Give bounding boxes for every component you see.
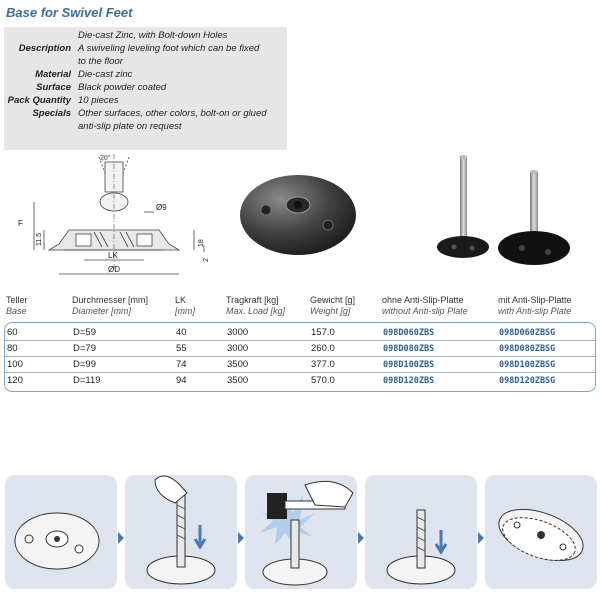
dim-18: 18 [198,239,205,247]
col-header-load: Tragkraft [kg]Max. Load [kg] [226,295,286,316]
cell-base: 60 [7,327,18,338]
cell-code-with[interactable]: 098D060ZBSG [499,328,556,338]
mounted-foot-illustration [386,509,456,585]
cell-code-without[interactable]: 098D120ZBS [383,376,435,386]
dim-lk: LK [108,251,118,260]
anti-slip-plate-illustration [498,508,584,562]
cell-load: 3500 [227,359,249,370]
table-row: 100 D=99 74 3500 377.0 098D100ZBS 098D10… [5,357,595,373]
spec-value: anti-slip plate on request [78,121,182,132]
cell-lk: 40 [176,327,187,338]
spec-value: Black powder coated [78,82,167,93]
cell-base: 100 [7,359,23,370]
cell-code-without[interactable]: 098D060ZBS [383,328,435,338]
spec-value: A swiveling leveling foot which can be f… [78,43,260,54]
cell-load: 3000 [227,343,249,354]
swivel-feet-photo [437,155,570,265]
table-row: 80 D=79 55 3000 260.0 098D080ZBS 098D080… [5,341,595,357]
table-row: 120 D=119 94 3500 570.0 098D120ZBS 098D1… [5,373,595,389]
spec-value: Die-cast zinc [78,69,133,80]
col-header-weight: Gewicht [g]Weight [g] [310,295,356,316]
hammer-illustration [260,480,354,586]
step-arrow-icon [238,532,244,544]
dim-angle: 20° [100,154,111,162]
cell-code-with[interactable]: 098D100ZBSG [499,360,556,370]
spec-box: Die-cast Zinc, with Bolt-down Holes Desc… [4,27,287,150]
cell-diameter: D=59 [73,327,96,338]
base-plate-illustration [14,512,100,570]
cell-lk: 94 [176,375,187,386]
spec-value: Other surfaces, other colors, bolt-on or… [78,108,267,119]
cell-lk: 55 [176,343,187,354]
spec-label: Pack Quantity [7,95,71,106]
dim-2: 2 [203,258,210,262]
cell-weight: 260.0 [311,343,335,354]
cell-base: 80 [7,343,18,354]
insert-rod-illustration [146,475,216,585]
technical-drawing: 20° F 11.5 Ø9 18 2 LK ØD [18,154,210,275]
cell-weight: 377.0 [311,359,335,370]
cell-code-with[interactable]: 098D120ZBSG [499,376,556,386]
spec-value: Die-cast Zinc, with Bolt-down Holes [78,30,228,41]
spec-label: Surface [36,82,71,93]
base-photo [240,175,356,255]
cell-diameter: D=79 [73,343,96,354]
col-header-diameter: Durchmesser [mm]Diameter [mm] [72,295,149,316]
spec-label: Specials [32,108,71,119]
step-2-panel [125,475,237,589]
step-arrow-icon [478,532,484,544]
cell-lk: 74 [176,359,187,370]
step-1-panel [5,475,117,589]
cell-base: 120 [7,375,23,386]
dim-f: F [18,219,23,228]
cell-code-with[interactable]: 098D080ZBSG [499,344,556,354]
table-row: 60 D=59 40 3000 157.0 098D060ZBS 098D060… [5,325,595,341]
cell-load: 3500 [227,375,249,386]
cell-code-without[interactable]: 098D100ZBS [383,360,435,370]
step-3-panel [245,475,357,589]
step-arrow-icon [118,532,124,544]
cell-diameter: D=99 [73,359,96,370]
page-title: Base for Swivel Feet [6,5,133,20]
data-table: 60 D=59 40 3000 157.0 098D060ZBS 098D060… [4,322,596,392]
cell-diameter: D=119 [73,375,101,386]
cell-weight: 570.0 [311,375,335,386]
dim-d: ØD [108,265,120,274]
step-arrow-icon [358,532,364,544]
spec-label: Description [18,43,71,54]
spec-label: Material [35,69,71,80]
step-4-panel [365,475,477,589]
spec-value: to the floor [78,56,123,67]
step-5-panel [485,475,597,589]
cell-load: 3000 [227,327,249,338]
cell-weight: 157.0 [311,327,335,338]
spec-value: 10 pieces [78,95,119,106]
dim-hole: Ø9 [156,203,167,212]
cell-code-without[interactable]: 098D080ZBS [383,344,435,354]
col-header-lk: LK[mm] [175,295,195,316]
dim-height: 11.5 [36,233,43,246]
